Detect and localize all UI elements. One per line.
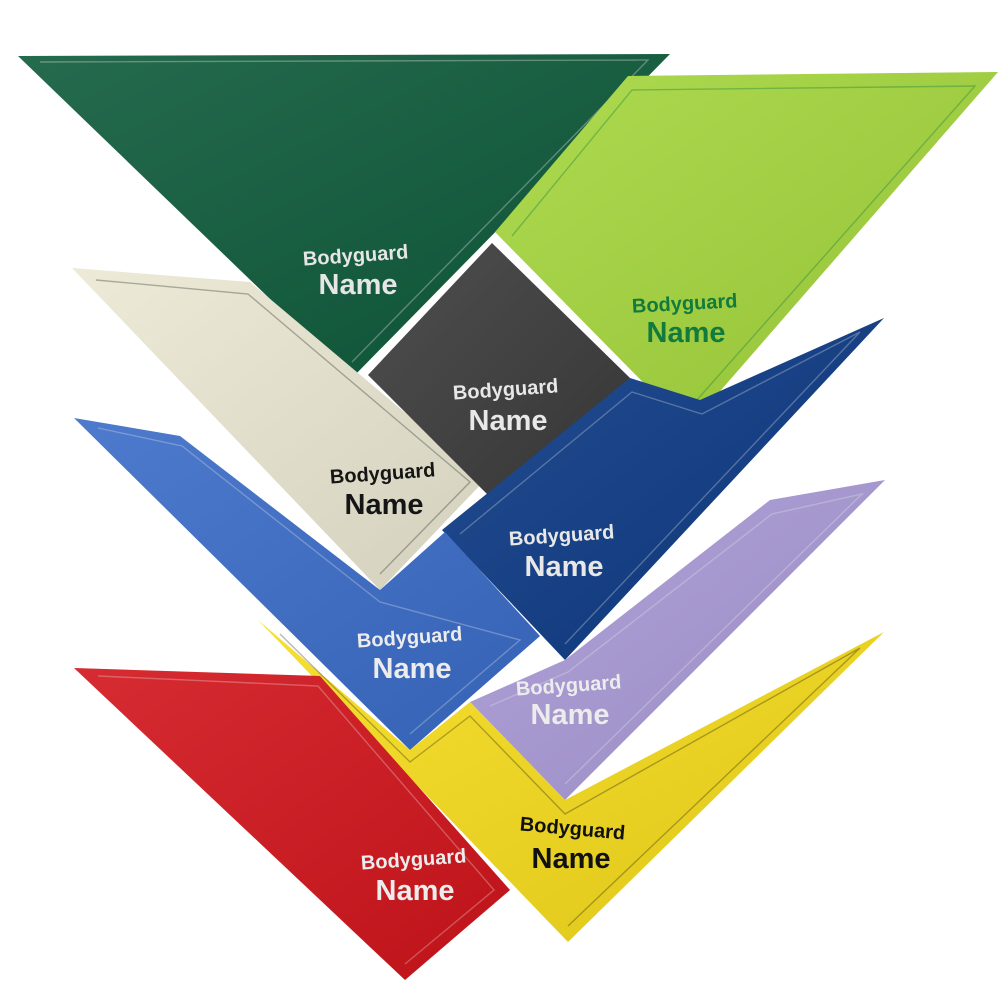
fabric-shading bbox=[442, 318, 884, 660]
fabric-shading bbox=[258, 620, 884, 942]
hem-stitch bbox=[95, 279, 472, 575]
embroidery-line-2: Name bbox=[376, 875, 455, 907]
hem-stitch bbox=[39, 59, 650, 363]
embroidery-line-2: Name bbox=[647, 317, 726, 349]
embroidery-line-2: Name bbox=[319, 269, 398, 301]
embroidery-line-2: Name bbox=[345, 489, 424, 521]
fabric-shading bbox=[495, 72, 998, 428]
embroidery-line-2: Name bbox=[531, 699, 610, 731]
hem-stitch bbox=[489, 492, 865, 785]
bandana-lavender: Bodyguard Name bbox=[470, 480, 885, 800]
bandana-lime-green: Bodyguard Name bbox=[495, 72, 998, 428]
bandana-navy: Bodyguard Name bbox=[442, 318, 884, 660]
fabric-shading bbox=[470, 480, 885, 800]
bandana-yellow: Bodyguard Name bbox=[258, 620, 884, 942]
hem-stitch bbox=[279, 633, 861, 927]
hem-stitch bbox=[459, 331, 861, 645]
fabric-shading bbox=[74, 418, 540, 750]
bandana-dark-green: Bodyguard Name bbox=[18, 54, 670, 378]
fabric-shading bbox=[18, 54, 670, 378]
hem-stitch bbox=[97, 427, 522, 735]
embroidery-line-2: Name bbox=[373, 653, 452, 685]
embroidery-line-2: Name bbox=[525, 551, 604, 583]
fabric-shading bbox=[74, 668, 510, 980]
bandana-red: Bodyguard Name bbox=[74, 668, 510, 980]
embroidery-line-2: Name bbox=[532, 843, 611, 875]
hem-stitch bbox=[511, 85, 977, 411]
fabric-shading bbox=[72, 268, 485, 590]
bandana-royal-blue: Bodyguard Name bbox=[74, 418, 540, 750]
bandana-cream: Bodyguard Name bbox=[72, 268, 485, 590]
hem-stitch bbox=[97, 675, 495, 965]
embroidery-line-2: Name bbox=[469, 405, 548, 437]
